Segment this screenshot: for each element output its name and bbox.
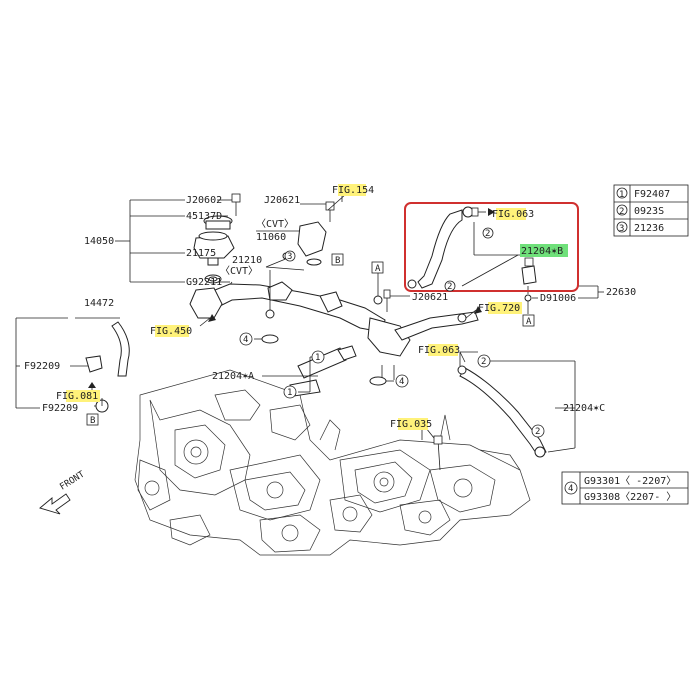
part-label-22630: 22630 xyxy=(606,287,636,298)
part-label-g92211: G92211 xyxy=(186,277,222,288)
part-label-j20602: J20602 xyxy=(186,195,222,206)
part-label-f92209-b: F92209 xyxy=(42,403,78,414)
circle-2-b-number: 2 xyxy=(447,282,452,292)
fig450-highlight xyxy=(155,325,189,337)
heater-hose-14472 xyxy=(15,317,130,413)
ref-box-a-right xyxy=(522,314,535,327)
part-label-11060: 11060 xyxy=(256,232,286,243)
fig063-mid-highlight xyxy=(428,344,458,356)
fig-link-063-mid[interactable]: FIG.063 xyxy=(418,345,460,356)
part-21204b-highlight xyxy=(520,244,568,257)
circle-1-a xyxy=(311,350,325,364)
cvt-label-2: 〈CVT〉 xyxy=(220,265,258,277)
circle-2-a-number: 2 xyxy=(485,229,490,239)
part-label-14472: 14472 xyxy=(84,298,114,309)
ref-box-a-top xyxy=(371,261,384,274)
legend-top-num-1: 1 xyxy=(619,190,624,200)
legend-bottom-part-1: G93301〈 -2207〉 xyxy=(584,475,676,487)
engine-block-illustration xyxy=(134,369,531,556)
legend-bottom-num: 4 xyxy=(568,484,573,494)
legend-table-top: 1 F92407 2 0923S 3 21236 xyxy=(613,184,689,237)
fig720-highlight xyxy=(488,302,522,314)
fig154-highlight xyxy=(338,184,366,196)
ref-b-left: B xyxy=(90,416,95,426)
highlight-callout-box xyxy=(404,202,579,292)
part-label-j20621-mid: J20621 xyxy=(412,292,448,303)
circle-2-d xyxy=(531,424,545,438)
fig-link-035[interactable]: FIG.035 xyxy=(390,419,432,430)
ref-a-right: A xyxy=(526,317,532,327)
fig-link-081[interactable]: FIG.081 xyxy=(56,391,98,402)
legend-top-num-3: 3 xyxy=(619,224,624,234)
water-pipe-assembly xyxy=(189,192,479,357)
circle-1-b xyxy=(283,385,297,399)
part-label-45137d: 45137D xyxy=(186,211,222,222)
circle-3-marker xyxy=(284,250,296,262)
circle-1-a-number: 1 xyxy=(315,353,320,363)
fig063-top-highlight xyxy=(496,208,526,220)
circle-2-a xyxy=(482,227,494,239)
fig081-highlight xyxy=(66,390,100,402)
circle-4-a xyxy=(239,332,253,346)
fig-link-450[interactable]: FIG.450 xyxy=(150,326,192,337)
circle-1-b-number: 1 xyxy=(287,388,292,398)
legend-top-num-2: 2 xyxy=(619,207,624,217)
ref-a-top: A xyxy=(375,264,381,274)
labels: J20602 45137D 14050 21175 G92211 FIG.450… xyxy=(24,184,636,438)
ref-box-b-top xyxy=(331,253,344,266)
part-label-21204c: 21204✶C xyxy=(563,403,605,414)
circle-2-c xyxy=(477,354,491,368)
front-direction-arrow: FRONT xyxy=(39,469,87,515)
part-label-21175: 21175 xyxy=(186,248,216,259)
cvt-label-1: 〈CVT〉 xyxy=(256,218,294,230)
bypass-hose-21204c xyxy=(421,351,576,471)
circle-4-b xyxy=(395,374,409,388)
fig-link-720[interactable]: FIG.720 xyxy=(478,303,520,314)
legend-top-part-1: F92407 xyxy=(634,189,670,200)
front-label: FRONT xyxy=(58,469,87,492)
bypass-hose-21204b xyxy=(407,206,538,314)
circle-2-d-number: 2 xyxy=(535,427,540,437)
part-label-j20621-top: J20621 xyxy=(264,195,300,206)
circle-2-b xyxy=(444,280,456,292)
part-label-21204b: 21204✶B xyxy=(521,246,563,257)
legend-table-bottom: 4 G93301〈 -2207〉 G93308〈2207- 〉 xyxy=(561,471,689,505)
fig-link-063-top[interactable]: FIG.063 xyxy=(492,209,534,220)
circle-3-number: 3 xyxy=(287,252,292,262)
fig035-highlight xyxy=(398,418,428,430)
legend-top-part-2: 0923S xyxy=(634,206,664,217)
legend-bottom-part-2: G93308〈2207- 〉 xyxy=(584,491,676,503)
part-label-21210: 21210 xyxy=(232,255,262,266)
part-label-21204a: 21204✶A xyxy=(212,371,254,382)
circle-4-a-number: 4 xyxy=(243,335,248,345)
thermostat-cap-assembly xyxy=(115,193,241,291)
circle-4-b-number: 4 xyxy=(399,377,404,387)
fig-link-154[interactable]: FIG.154 xyxy=(332,185,374,196)
part-label-d91006: D91006 xyxy=(540,293,576,304)
part-label-14050: 14050 xyxy=(84,236,114,247)
part-label-f92209-a: F92209 xyxy=(24,361,60,372)
legend-top-part-3: 21236 xyxy=(634,223,664,234)
ref-box-b-left xyxy=(86,413,99,426)
circle-2-c-number: 2 xyxy=(481,357,486,367)
bypass-hose-21204a xyxy=(254,334,395,397)
ref-b-top: B xyxy=(335,256,340,266)
